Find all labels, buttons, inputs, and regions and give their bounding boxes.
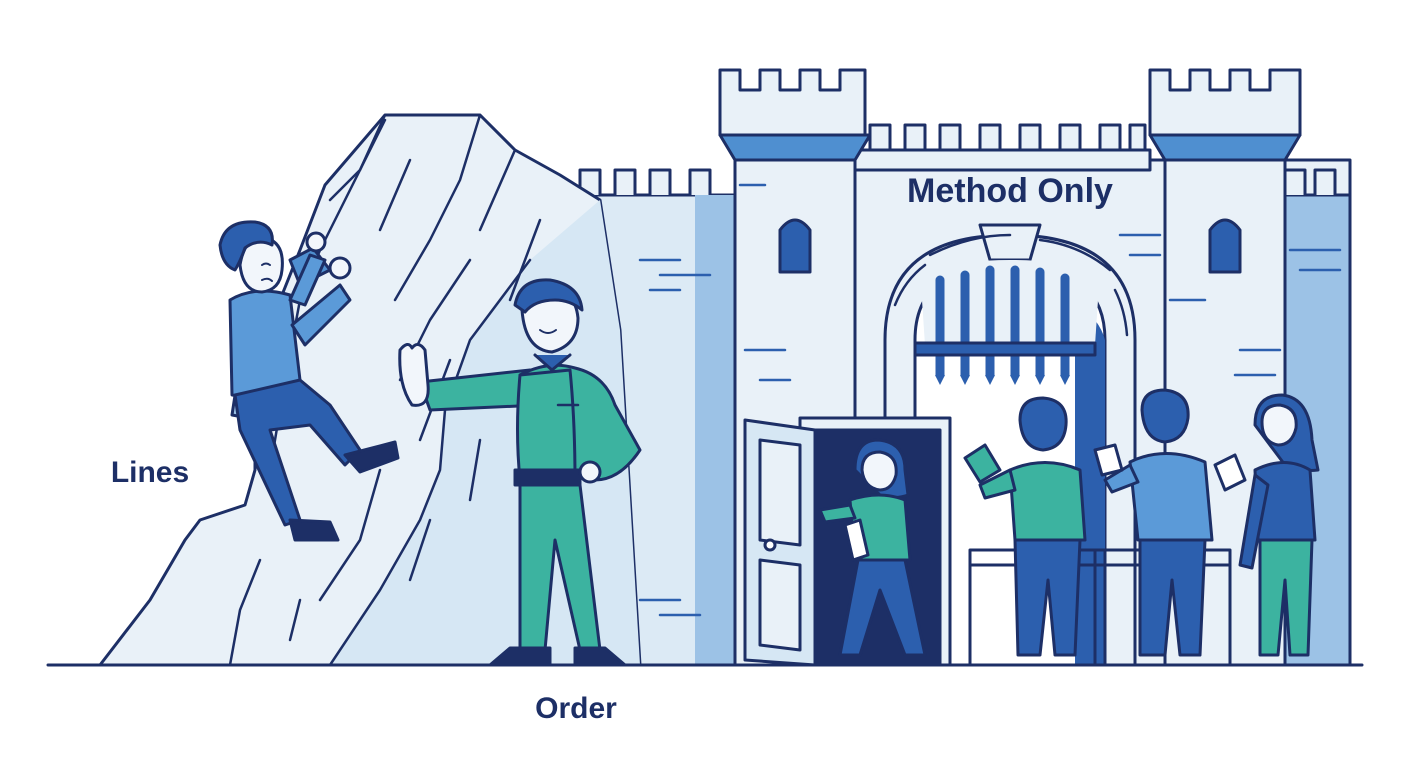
- queued-person-1: [963, 396, 1087, 657]
- label-method-only: Method Only: [907, 172, 1113, 210]
- queued-person-2: [1093, 388, 1214, 657]
- label-lines: Lines: [111, 456, 189, 489]
- guard-figure: [398, 278, 642, 667]
- woman-at-door: [818, 438, 927, 657]
- queue-barrier: [968, 548, 1232, 667]
- queued-person-3: [1213, 393, 1320, 657]
- climber-figure: [218, 220, 400, 542]
- label-order: Order: [535, 692, 617, 725]
